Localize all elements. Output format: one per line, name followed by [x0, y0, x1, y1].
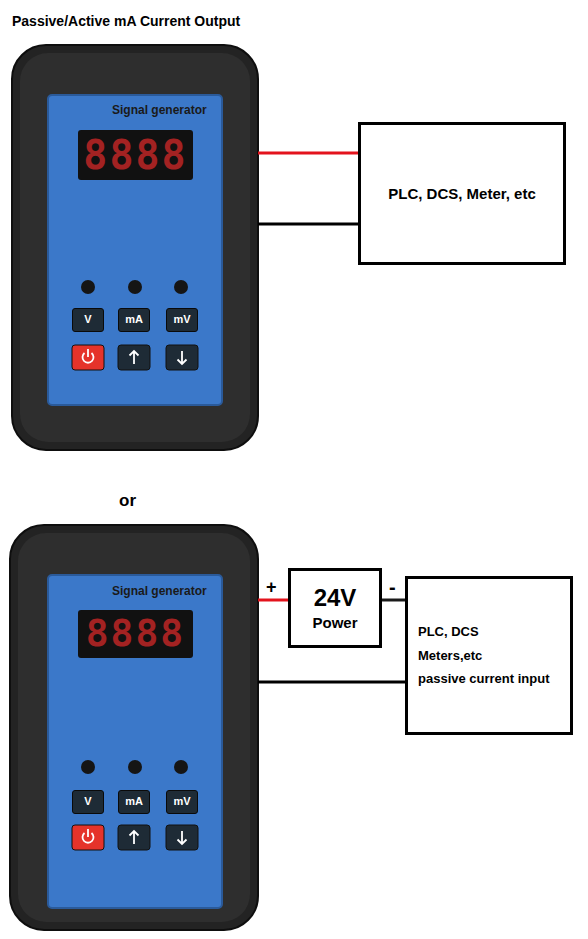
indicator-led [174, 760, 188, 774]
button-label: mV [173, 795, 190, 808]
indicator-led [128, 280, 142, 294]
device-bezel [12, 45, 258, 450]
power-button [72, 825, 104, 850]
device-name: Signal generator [112, 103, 258, 117]
polarity-sign: + [266, 578, 277, 598]
display-window [78, 610, 193, 658]
down-arrow [178, 351, 187, 364]
mode-button: V [72, 308, 104, 332]
box-label: Power [312, 614, 357, 632]
up-button [118, 825, 150, 850]
box-label: passive current input [418, 671, 549, 687]
up-arrow [130, 351, 139, 364]
device-name: Signal generator [112, 584, 258, 598]
box-label: 24V [314, 584, 357, 613]
signal-wire [258, 599, 288, 602]
device-box: PLC, DCS Meters,etc passive current input [405, 576, 573, 735]
indicator-led [174, 280, 188, 294]
up-arrow [130, 831, 139, 844]
down-button [166, 825, 198, 850]
device-panel [48, 575, 222, 908]
diagram-title: Passive/Active mA Current Output [12, 13, 240, 29]
mode-button: mV [166, 790, 198, 814]
button-label: V [84, 795, 91, 808]
display-window [78, 130, 193, 180]
signal-wire [382, 599, 405, 602]
power-symbol [87, 349, 89, 357]
button-label: mV [173, 313, 190, 326]
box-label: PLC, DCS [418, 624, 479, 640]
indicator-led [81, 760, 95, 774]
device-bezel [10, 525, 258, 930]
button-label: V [84, 313, 91, 326]
device-box: PLC, DCS, Meter, etc [358, 122, 566, 265]
device-box: 24VPower [288, 568, 382, 648]
down-arrow [178, 831, 187, 844]
mode-button: V [72, 790, 104, 814]
signal-generator: Signal generatorVmA mV [10, 525, 258, 930]
signal-generator: Signal generatorVmA mV [12, 45, 258, 450]
signal-wire [258, 681, 405, 684]
up-button [118, 345, 150, 370]
box-label: PLC, DCS, Meter, etc [388, 185, 536, 203]
power-button [72, 345, 104, 370]
mode-button: mA [118, 790, 150, 814]
box-label: Meters,etc [418, 648, 482, 664]
indicator-led [81, 280, 95, 294]
segment-display-digits: 8888 [78, 130, 193, 180]
segment-display-digits: 8888 [78, 610, 193, 658]
power-symbol [87, 829, 89, 837]
down-button [166, 345, 198, 370]
signal-wire [258, 223, 358, 226]
or-text: or [119, 492, 136, 511]
button-label: mA [125, 795, 143, 808]
indicator-led [128, 760, 142, 774]
device-panel [48, 95, 222, 405]
button-label: mA [125, 313, 143, 326]
polarity-sign: - [389, 576, 396, 598]
signal-wire [258, 152, 358, 155]
mode-button: mV [166, 308, 198, 332]
mode-button: mA [118, 308, 150, 332]
